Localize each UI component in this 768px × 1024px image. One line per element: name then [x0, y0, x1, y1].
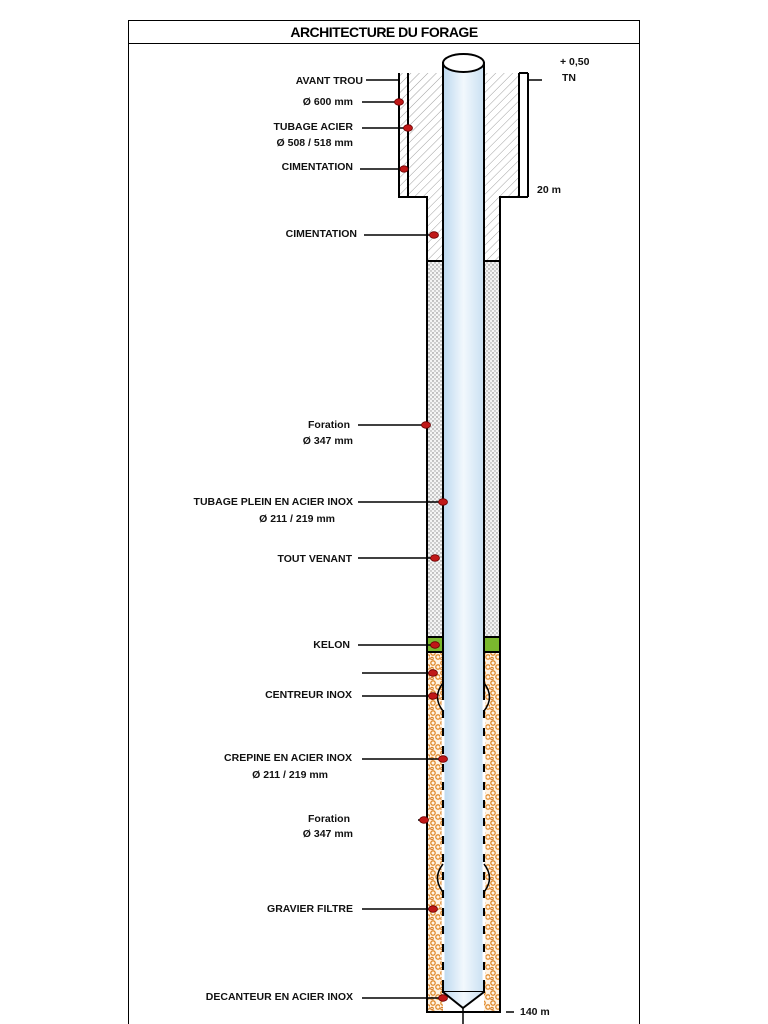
pipe-top-opening: [442, 53, 485, 73]
marker-centreur: [428, 692, 438, 700]
diagram-title: ARCHITECTURE DU FORAGE: [128, 20, 640, 44]
label-cimentation-2: CIMENTATION: [286, 228, 357, 240]
label-tout-venant: TOUT VENANT: [278, 553, 353, 565]
label-foration-2: Foration: [308, 813, 350, 825]
gravel-right: [484, 652, 500, 1012]
label-tn: TN: [562, 72, 576, 84]
label-kelon: KELON: [313, 639, 350, 651]
marker-kelon: [430, 641, 440, 649]
avant-trou-cement-left: [399, 73, 443, 197]
marker-avant-trou: [394, 98, 404, 106]
marker-decanteur: [438, 994, 448, 1002]
label-avant-trou: AVANT TROU: [296, 75, 363, 87]
tout-venant-right: [484, 261, 500, 637]
label-foration-2-diam: Ø 347 mm: [303, 828, 353, 840]
label-centreur: CENTREUR INOX: [265, 689, 352, 701]
decanteur-tip: [442, 991, 485, 1010]
marker-centreur-top: [428, 669, 438, 677]
avant-trou-cement-right: [484, 73, 519, 197]
kelon-right: [484, 637, 500, 652]
gravel-left: [427, 652, 443, 1012]
crepine-slots: [441, 700, 486, 986]
label-foration-1: Foration: [308, 419, 350, 431]
marker-cimentation-1: [399, 165, 409, 173]
marker-foration-1: [421, 421, 431, 429]
cement-narrow-left: [427, 197, 443, 261]
label-tubage-plein-diam: Ø 211 / 219 mm: [259, 513, 335, 525]
tout-venant-left: [427, 261, 443, 637]
label-tubage-acier-diam: Ø 508 / 518 mm: [277, 137, 353, 149]
label-tubage-plein: TUBAGE PLEIN EN ACIER INOX: [194, 496, 353, 508]
marker-tubage-acier: [403, 124, 413, 132]
marker-tout-venant: [430, 554, 440, 562]
marker-gravier: [428, 905, 438, 913]
label-crepine-diam: Ø 211 / 219 mm: [252, 769, 328, 781]
marker-cimentation-2: [429, 231, 439, 239]
label-depth-20m: 20 m: [537, 184, 561, 196]
label-crepine: CREPINE EN ACIER INOX: [224, 752, 352, 764]
label-cimentation-1: CIMENTATION: [282, 161, 353, 173]
marker-crepine: [438, 755, 448, 763]
inner-casing-pipe: [442, 62, 485, 993]
diagram-frame: [128, 20, 640, 1024]
marker-foration-2: [419, 816, 429, 824]
label-depth-140m: 140 m: [520, 1006, 550, 1018]
marker-tubage-plein: [438, 498, 448, 506]
label-foration-1-diam: Ø 347 mm: [303, 435, 353, 447]
cement-narrow-right: [484, 197, 500, 261]
label-elevation: + 0,50: [560, 56, 590, 68]
label-decanteur: DECANTEUR EN ACIER INOX: [206, 991, 353, 1003]
label-tubage-acier: TUBAGE ACIER: [273, 121, 353, 133]
label-avant-trou-diam: Ø 600 mm: [303, 96, 353, 108]
label-gravier: GRAVIER FILTRE: [267, 903, 353, 915]
